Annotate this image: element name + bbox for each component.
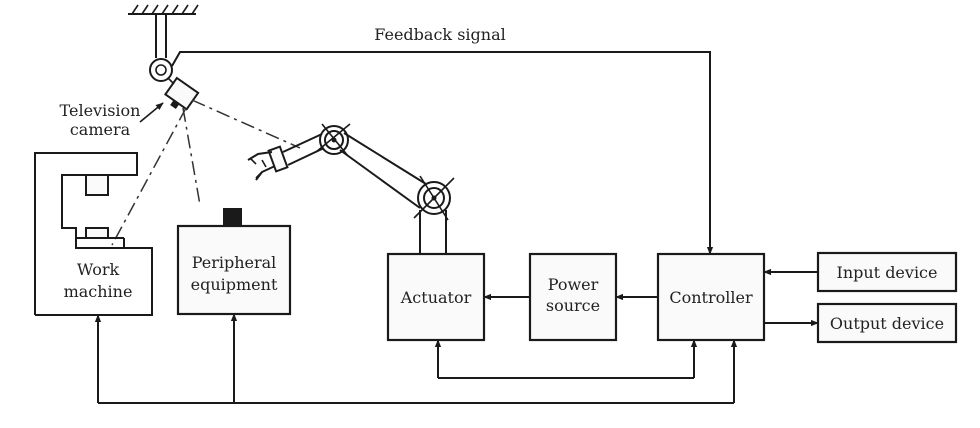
actuator-controller-loop — [434, 339, 698, 379]
work-machine: Work machine — [34, 152, 153, 316]
camera-label-line2: camera — [70, 120, 131, 139]
power-source-label-line2: source — [546, 296, 600, 315]
peripheral-label-line1: Peripheral — [192, 253, 277, 272]
power-source-label-line1: Power — [548, 275, 599, 294]
input-device-label: Input device — [837, 263, 938, 282]
controller-block: Controller — [656, 252, 766, 342]
ceiling-mount — [128, 4, 199, 58]
input-device-block: Input device — [816, 251, 958, 293]
work-machine-label-line1: Work — [77, 260, 120, 279]
camera-label-line1: Television — [60, 101, 141, 120]
peripheral-label-line2: equipment — [191, 275, 278, 294]
output-device-block: Output device — [816, 302, 958, 344]
output-device-label: Output device — [830, 314, 944, 333]
signal-arrows — [483, 268, 819, 327]
camera-label: Television camera — [60, 101, 164, 139]
controller-output-bus — [94, 313, 738, 404]
actuator-label: Actuator — [400, 288, 472, 307]
feedback-signal-label: Feedback signal — [374, 25, 505, 44]
camera-sight-lines — [111, 99, 301, 246]
actuator-block: Actuator — [386, 252, 486, 342]
television-camera — [149, 58, 200, 111]
peripheral-equipment: Peripheral equipment — [176, 208, 292, 316]
robot-arm — [247, 123, 455, 254]
work-machine-label-line2: machine — [64, 282, 133, 301]
feedback-signal-line: Feedback signal — [171, 25, 714, 255]
controller-label: Controller — [669, 288, 753, 307]
power-source-block: Power source — [528, 252, 618, 342]
